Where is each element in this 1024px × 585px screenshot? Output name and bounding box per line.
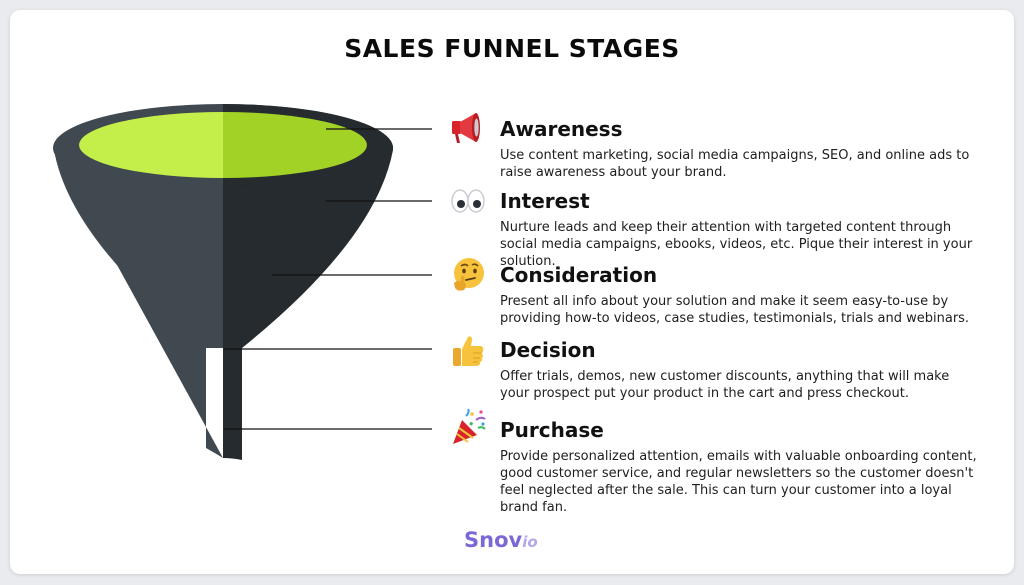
stage-desc-purchase: Provide personalized attention, emails w…: [500, 449, 977, 515]
stage-title-purchase: Purchase: [500, 418, 604, 442]
funnel-graphic: [53, 104, 432, 460]
logo-text: Snov: [464, 528, 523, 552]
snovio-logo: Snovio: [464, 528, 538, 552]
logo-suffix: io: [522, 533, 538, 551]
stage-title-awareness: Awareness: [500, 117, 623, 141]
funnel-opening-left: [79, 112, 223, 178]
page-title: SALES FUNNEL STAGES: [344, 34, 680, 63]
stage-title-interest: Interest: [500, 189, 590, 213]
stage-title-decision: Decision: [500, 338, 596, 362]
funnel-cone-left: [54, 150, 223, 348]
infographic-card: SALES FUNNEL STAGES Awareness Use cont: [10, 10, 1014, 574]
megaphone-icon: [448, 108, 488, 148]
stage-desc-decision: Offer trials, demos, new customer discou…: [500, 369, 950, 401]
eyes-icon: [448, 181, 488, 221]
stage-title-consideration: Consideration: [500, 263, 658, 287]
funnel-cone-right: [223, 150, 393, 348]
party-popper-icon: [448, 408, 488, 448]
stage-desc-consideration: Present all info about your solution and…: [500, 294, 970, 326]
stage-desc-interest: Nurture leads and keep their attention w…: [500, 220, 973, 269]
stage-desc-awareness: Use content marketing, social media camp…: [500, 148, 970, 180]
thinking-face-icon: [448, 255, 488, 295]
thumbs-up-icon: [448, 331, 488, 371]
